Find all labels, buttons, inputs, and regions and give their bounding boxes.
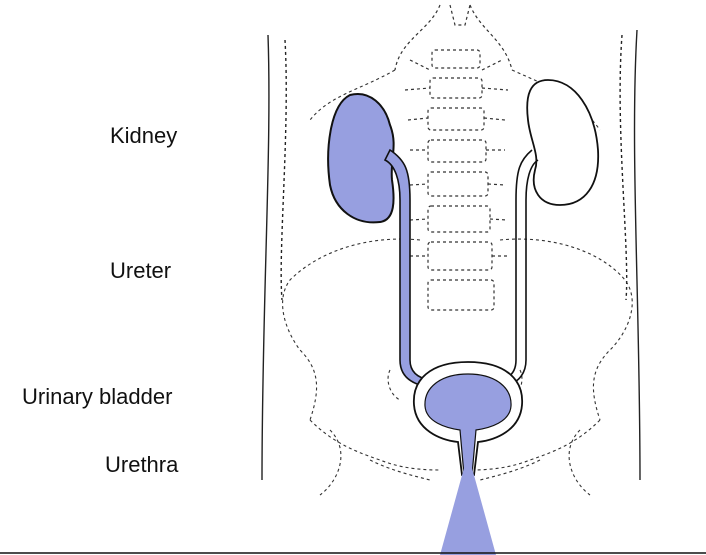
spine [394,4,513,311]
body-outline [261,29,641,481]
label-kidney: Kidney [110,123,178,148]
right-kidney [526,79,599,206]
right-ureter [498,149,539,387]
urethra [440,468,496,555]
label-ureter: Ureter [110,258,172,283]
label-urethra: Urethra [105,452,179,477]
left-kidney [327,93,395,224]
label-urinary-bladder: Urinary bladder [22,384,173,409]
